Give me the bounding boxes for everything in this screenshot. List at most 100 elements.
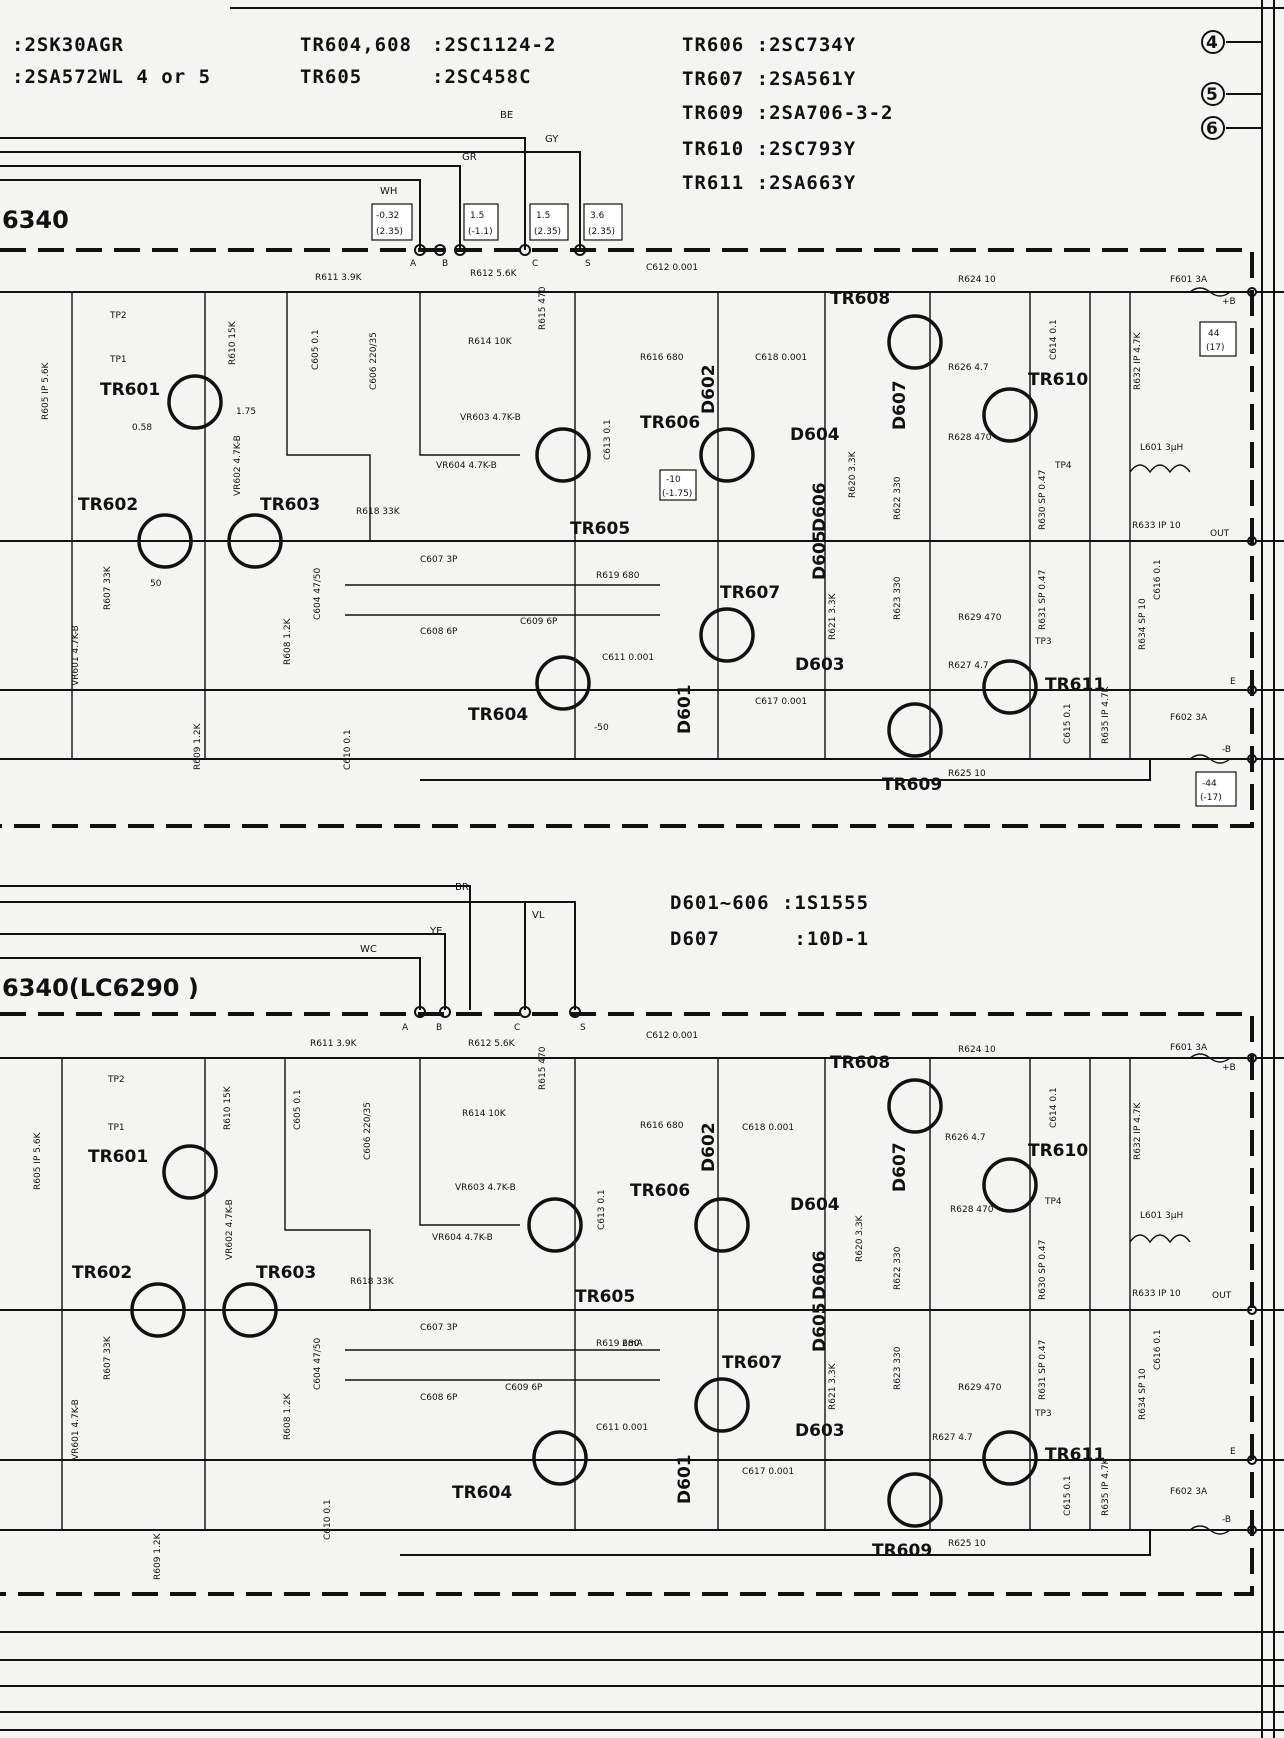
component-label: R615 470 — [538, 286, 548, 330]
component-label: R625 10 — [948, 1539, 986, 1549]
terminal-label: B — [436, 1023, 442, 1033]
component-label: R621 3.3K — [828, 592, 838, 640]
wire — [419, 292, 520, 456]
component-label: R632 IP 4.7K — [1133, 1101, 1143, 1160]
component-label: VR601 4.7K-B — [71, 1399, 81, 1460]
voltage-box — [583, 203, 623, 241]
component-label: R633 IP 10 — [1132, 521, 1181, 531]
terminal — [454, 244, 466, 256]
component-label: R627 4.7 — [932, 1433, 973, 1443]
voltage-value: 0.58 — [132, 423, 152, 433]
voltage-value: (2.35) — [588, 227, 615, 237]
transistor-label: TR607 — [720, 583, 780, 603]
part-line: TR606 :2SC734Y — [682, 34, 857, 56]
component-label: R630 SP 0.47 — [1038, 1240, 1048, 1300]
component-label: C615 0.1 — [1063, 1475, 1073, 1516]
terminal-label: C — [532, 259, 538, 269]
component-label: C614 0.1 — [1049, 319, 1059, 360]
transistor-label: TR604 — [468, 705, 528, 725]
component-label: VR601 4.7K-B — [71, 625, 81, 686]
component-label: R630 SP 0.47 — [1038, 470, 1048, 530]
voltage-value: 1.5 — [536, 211, 550, 221]
transistor-symbol — [982, 659, 1038, 715]
component-label: R609 1.2K — [193, 722, 203, 770]
diode-label: D604 — [790, 1195, 840, 1215]
fuse-symbol — [1189, 1525, 1231, 1535]
rail-exit — [1256, 291, 1284, 760]
part-line: TR609 :2SA706-3-2 — [682, 102, 894, 124]
board-title: 6340 — [2, 206, 69, 234]
component-label: R607 33K — [103, 565, 113, 610]
bus-wire — [525, 901, 576, 1010]
component-label: C610 0.1 — [323, 1499, 333, 1540]
component-label: C618 0.001 — [755, 353, 807, 363]
transistor-symbol — [982, 387, 1038, 443]
rail-label: +B — [1222, 1063, 1236, 1073]
component-label: R626 4.7 — [948, 363, 989, 373]
part-line-name: TR605 — [300, 66, 363, 88]
component-label: R624 10 — [958, 275, 996, 285]
test-point-label: TP3 — [1034, 1409, 1052, 1419]
component-label: VR603 4.7K-B — [455, 1183, 516, 1193]
transistor-symbol — [699, 427, 755, 483]
component-label: R616 680 — [640, 353, 684, 363]
component-label: R628 470 — [948, 433, 992, 443]
component-label: R612 5.6K — [468, 1039, 516, 1049]
component-label: F601 3A — [1170, 1043, 1208, 1053]
component-label: R623 330 — [893, 1346, 903, 1390]
wire — [345, 1349, 660, 1381]
terminal — [569, 1006, 581, 1018]
wire-color-label: VL — [532, 910, 545, 921]
component-label: R631 SP 0.47 — [1038, 1340, 1048, 1400]
part-line-value: :2SC458C — [432, 66, 532, 88]
transistor-symbol — [535, 427, 591, 483]
test-point-label: TP2 — [107, 1075, 125, 1085]
component-label: C613 0.1 — [597, 1189, 607, 1230]
component-label: R605 IP 5.6K — [33, 1131, 43, 1190]
terminal — [414, 244, 426, 256]
component-label: R611 3.9K — [310, 1039, 358, 1049]
board-1: BE GY GR WH -0.32 (2.35) 1.5 (-1.1) 1.5 … — [0, 110, 1284, 828]
transistor-label: TR603 — [260, 495, 320, 515]
transistor-label: TR604 — [452, 1483, 512, 1503]
component-label: C605 0.1 — [311, 329, 321, 370]
part-line: TR610 :2SC793Y — [682, 138, 857, 160]
wire — [284, 1058, 371, 1310]
fuse-symbol — [1189, 1053, 1231, 1063]
diode-label: D606 — [810, 482, 830, 532]
transistor-symbol — [982, 1430, 1038, 1486]
voltage-value: 3.6 — [590, 211, 605, 221]
voltage-value: (-1.1) — [468, 227, 493, 237]
component-label: C618 0.001 — [742, 1123, 794, 1133]
transistor-label: TR605 — [575, 1287, 635, 1307]
transistor-label: TR608 — [830, 1053, 890, 1073]
voltage-value: (17) — [1206, 343, 1224, 353]
bus-wire — [0, 179, 421, 250]
board-outline — [0, 1012, 1254, 1596]
component-label: R628 470 — [950, 1205, 994, 1215]
voltage-value: (-17) — [1200, 793, 1222, 803]
transistor-label: TR602 — [72, 1263, 132, 1283]
component-label: R608 1.2K — [283, 1392, 293, 1440]
component-label: C607 3P — [420, 1323, 458, 1333]
part-line: :2SA572WL 4 or 5 — [12, 66, 212, 88]
terminal-label: S — [580, 1023, 586, 1033]
component-label: C617 0.001 — [755, 697, 807, 707]
component-label: C606 220/35 — [363, 1102, 373, 1160]
inductor-symbol — [1129, 464, 1191, 474]
component-label: VR602 4.7K-B — [225, 1199, 235, 1260]
rail-label: -B — [1222, 745, 1231, 755]
rail-label: E — [1230, 677, 1236, 687]
transistor-symbol — [535, 655, 591, 711]
diode-label: D602 — [699, 364, 719, 414]
component-label: R610 15K — [223, 1085, 233, 1130]
transistor-symbol — [699, 607, 755, 663]
component-label: C612 0.001 — [646, 1031, 698, 1041]
transistor-symbol — [162, 1144, 218, 1200]
transistor-label: TR606 — [640, 413, 700, 433]
bus-wire — [0, 957, 421, 1010]
voltage-value: (2.35) — [534, 227, 561, 237]
terminal — [414, 1006, 426, 1018]
transistor-label: TR601 — [88, 1147, 148, 1167]
